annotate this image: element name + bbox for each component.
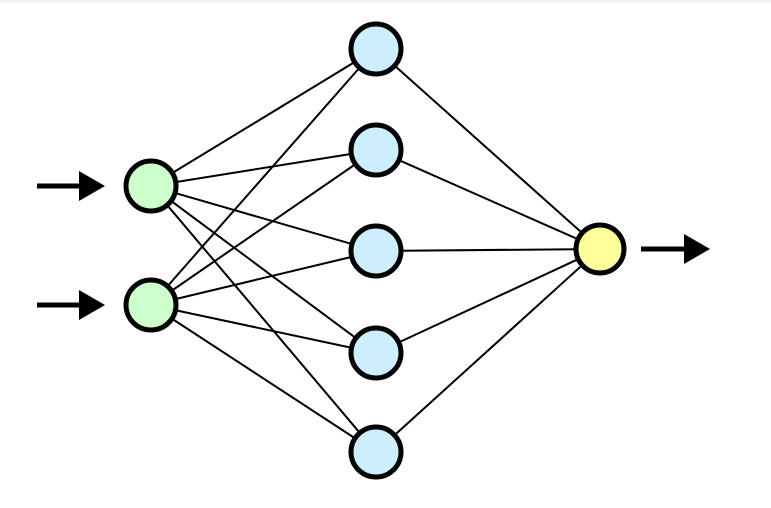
input-node-1[interactable] [123, 158, 179, 214]
edge-i2-to-h5 [170, 317, 357, 440]
edge-i1-to-h3 [173, 191, 354, 246]
edge-i1-to-h5 [165, 203, 362, 435]
nodes-group [123, 21, 627, 480]
edge-i2-to-h1 [166, 66, 361, 288]
edge-h1-to-o1 [393, 64, 584, 235]
hidden-node-4[interactable] [348, 325, 404, 381]
edge-i1-to-h4 [169, 199, 358, 340]
io-arrows-group [37, 171, 710, 320]
edge-i2-to-h2 [170, 162, 357, 293]
edge-h5-to-o1 [393, 263, 584, 437]
edge-h2-to-o1 [397, 158, 580, 241]
input-arrow-1-head [79, 171, 105, 201]
hidden-node-3[interactable] [348, 223, 404, 279]
edge-i2-to-h4 [174, 309, 353, 349]
hidden-node-1[interactable] [348, 21, 404, 77]
edge-i1-to-h1 [170, 60, 357, 175]
edge-h4-to-o1 [397, 257, 580, 344]
edges-group [165, 60, 584, 440]
edge-h3-to-o1 [399, 248, 578, 252]
input-node-2[interactable] [123, 277, 179, 333]
edge-i1-to-h2 [174, 152, 353, 184]
edge-i2-to-h3 [174, 255, 353, 301]
output-node-1[interactable] [573, 222, 627, 276]
hidden-node-2[interactable] [348, 122, 404, 178]
input-arrow-2-head [79, 290, 105, 320]
hidden-node-5[interactable] [348, 424, 404, 480]
output-arrow-1-head [684, 234, 710, 264]
